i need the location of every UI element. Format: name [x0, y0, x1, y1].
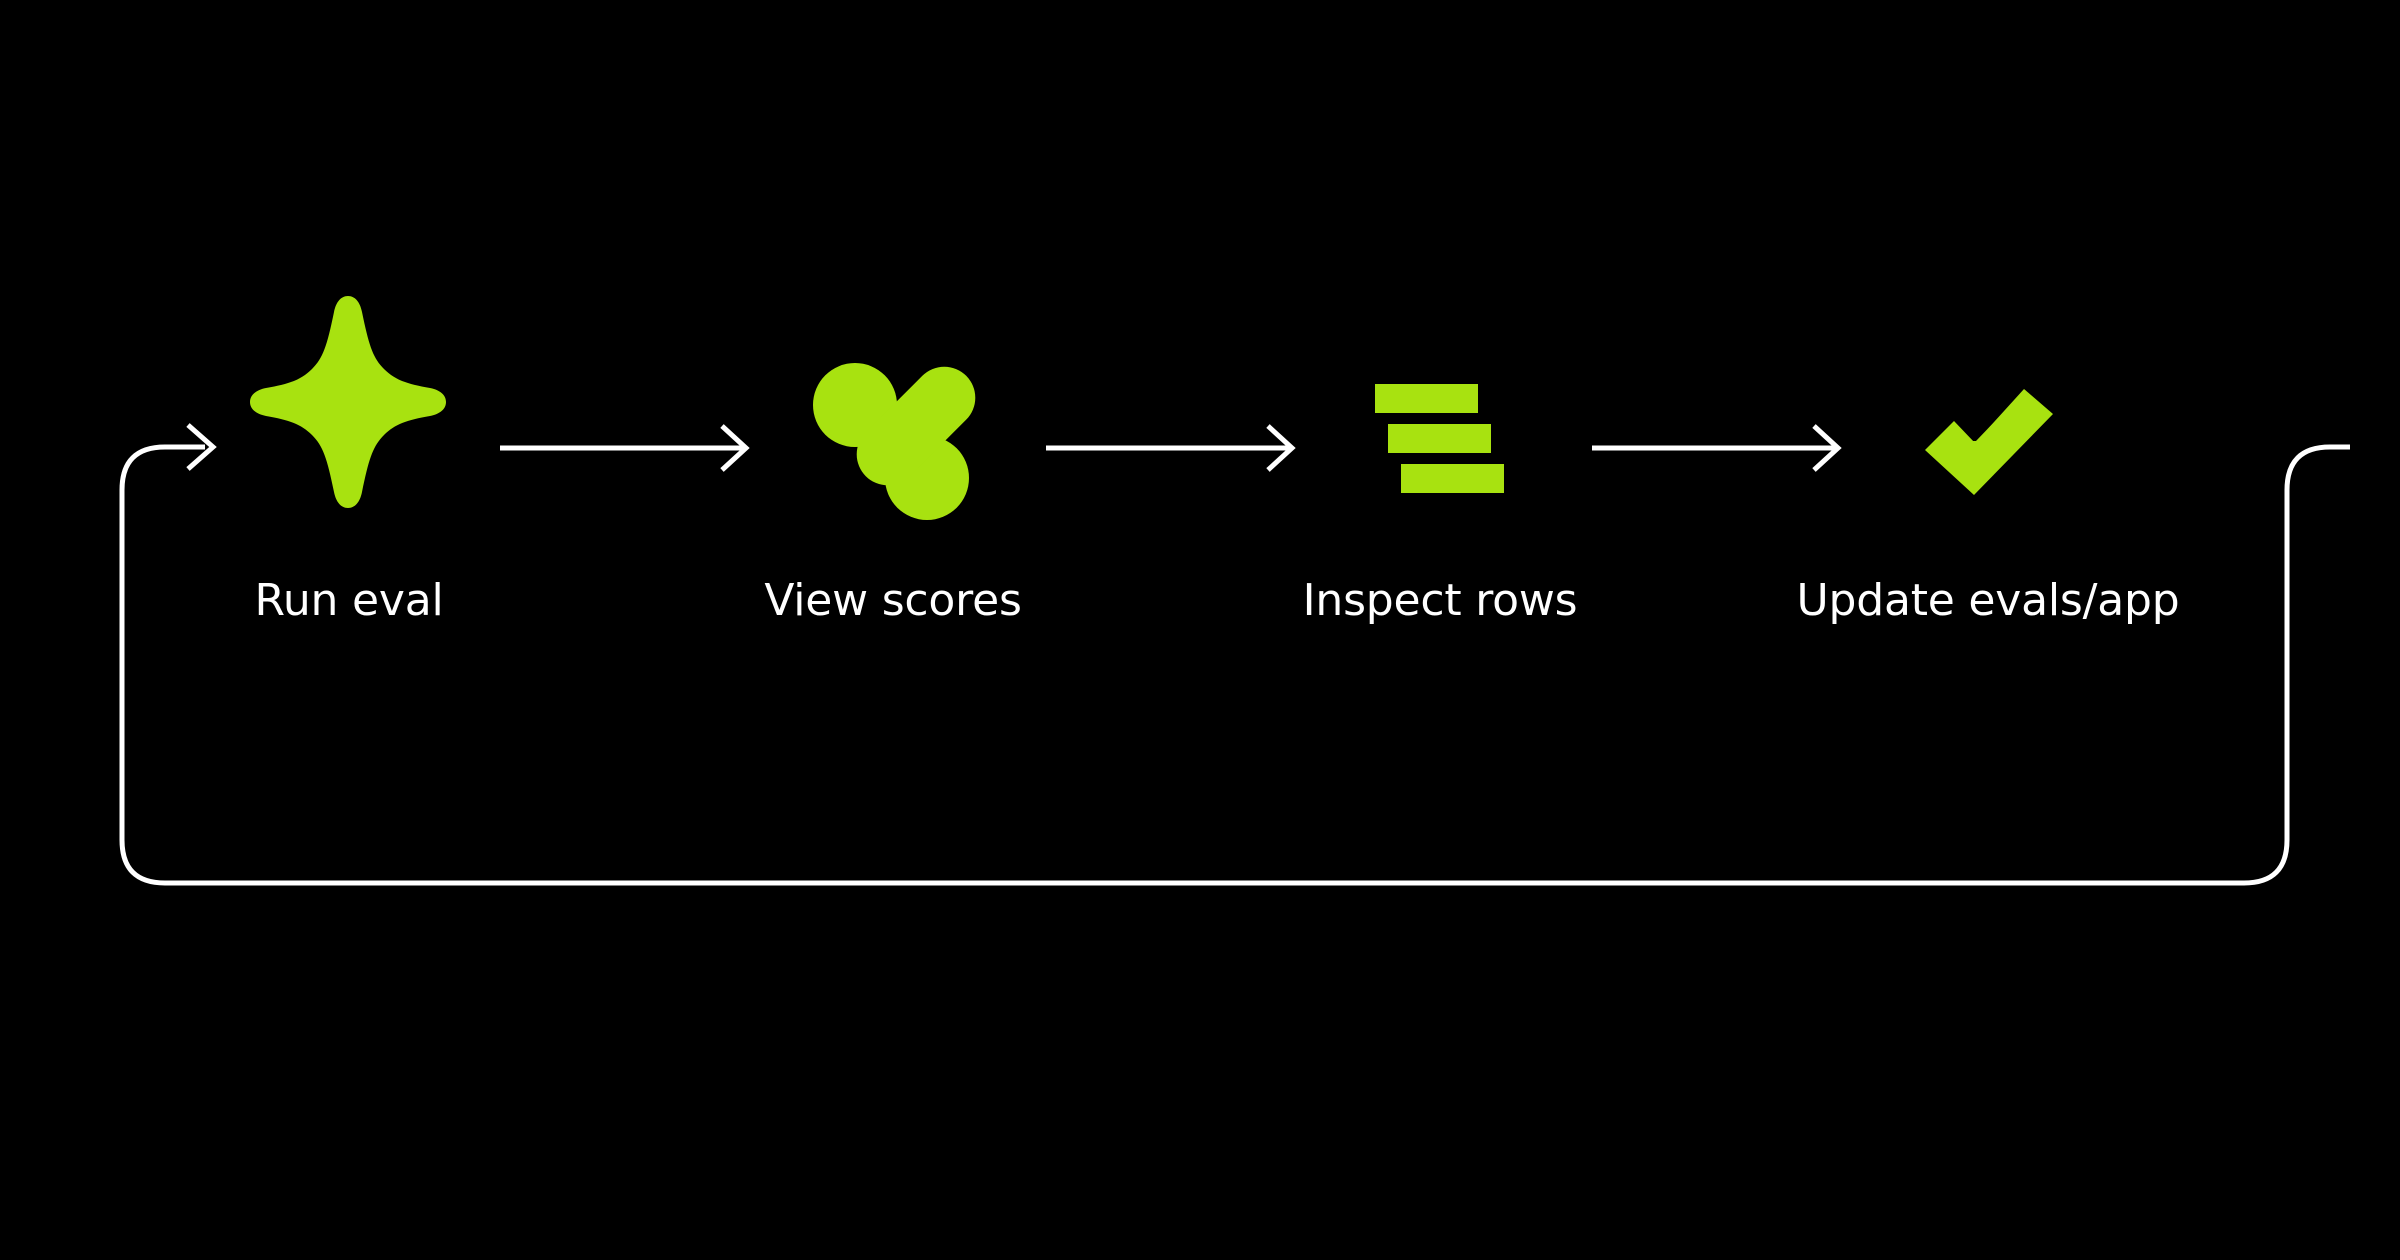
connector-1	[500, 424, 750, 472]
check-icon	[1925, 389, 2053, 495]
feedback-loop-path	[119, 423, 2350, 886]
step-run-eval[interactable]: Run eval	[250, 296, 446, 626]
arrow-right-head-icon	[1266, 424, 1296, 472]
arrow-right-head-icon	[1812, 424, 1842, 472]
connector-2	[1046, 424, 1296, 472]
arrow-right-head-icon	[720, 424, 750, 472]
step-label-inspect-rows: Inspect rows	[1303, 575, 1578, 626]
loop-arrowhead-icon	[186, 423, 217, 471]
step-label-run-eval: Run eval	[254, 575, 443, 626]
step-update-evals-app[interactable]: Update evals/app	[1796, 389, 2180, 626]
step-label-update-evals-app: Update evals/app	[1796, 575, 2179, 626]
connector-3	[1592, 424, 1842, 472]
rows-icon	[1375, 384, 1504, 493]
step-inspect-rows[interactable]: Inspect rows	[1303, 384, 1578, 626]
sparkle-icon	[250, 296, 446, 508]
percent-icon	[813, 363, 976, 520]
step-view-scores[interactable]: View scores	[764, 354, 1022, 626]
step-label-view-scores: View scores	[764, 575, 1021, 626]
